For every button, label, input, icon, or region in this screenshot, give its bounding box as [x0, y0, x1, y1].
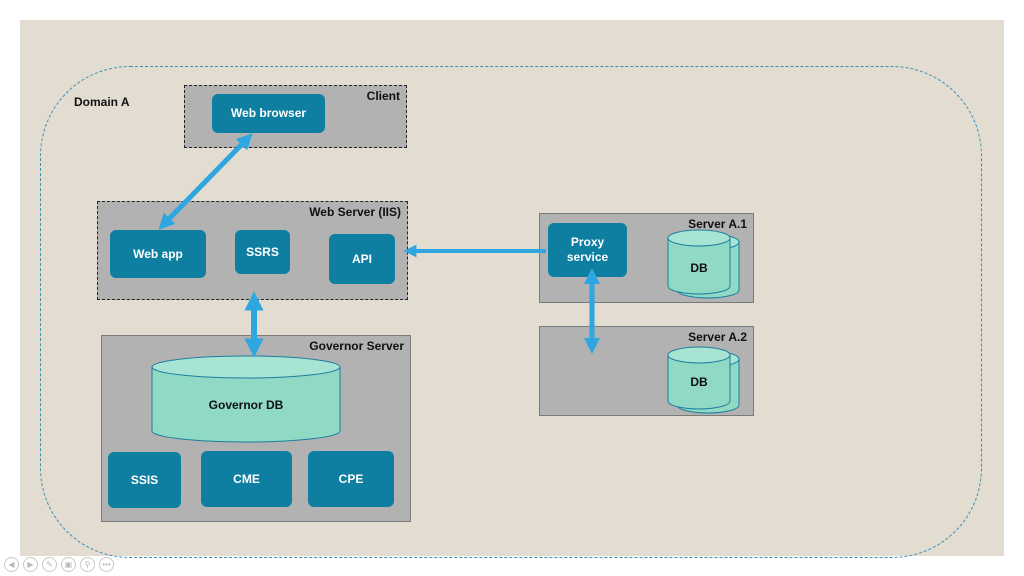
server-a1-title: Server A.1 [688, 217, 747, 231]
slides-icon[interactable]: ▣ [61, 557, 76, 572]
governor-db-cylinder [151, 355, 341, 443]
next-icon[interactable]: ▶ [23, 557, 38, 572]
db-a2-cylinder [667, 346, 740, 414]
more-icon[interactable]: ••• [99, 557, 114, 572]
client-title: Client [366, 89, 400, 103]
domain-boundary [40, 66, 982, 558]
ssis-button[interactable]: SSIS [108, 452, 181, 508]
pen-icon[interactable]: ✎ [42, 557, 57, 572]
web-server-title: Web Server (IIS) [309, 205, 401, 219]
web-app-button[interactable]: Web app [110, 230, 206, 278]
web-browser-button[interactable]: Web browser [212, 94, 325, 133]
slideshow-toolbar: ◀ ▶ ✎ ▣ ⚲ ••• [4, 557, 114, 572]
db-a1-label: DB [690, 261, 708, 275]
db-a2-label: DB [690, 375, 708, 389]
server-a2-title: Server A.2 [688, 330, 747, 344]
api-button[interactable]: API [329, 234, 395, 284]
cpe-button[interactable]: CPE [308, 451, 394, 507]
db-a1-cylinder [667, 229, 740, 299]
ssrs-button[interactable]: SSRS [235, 230, 290, 274]
zoom-icon[interactable]: ⚲ [80, 557, 95, 572]
prev-icon[interactable]: ◀ [4, 557, 19, 572]
arrow-browser-webapp [158, 133, 253, 230]
cme-button[interactable]: CME [201, 451, 292, 507]
governor-server-title: Governor Server [309, 339, 404, 353]
domain-label: Domain A [74, 95, 130, 109]
governor-db-label: Governor DB [208, 398, 284, 412]
